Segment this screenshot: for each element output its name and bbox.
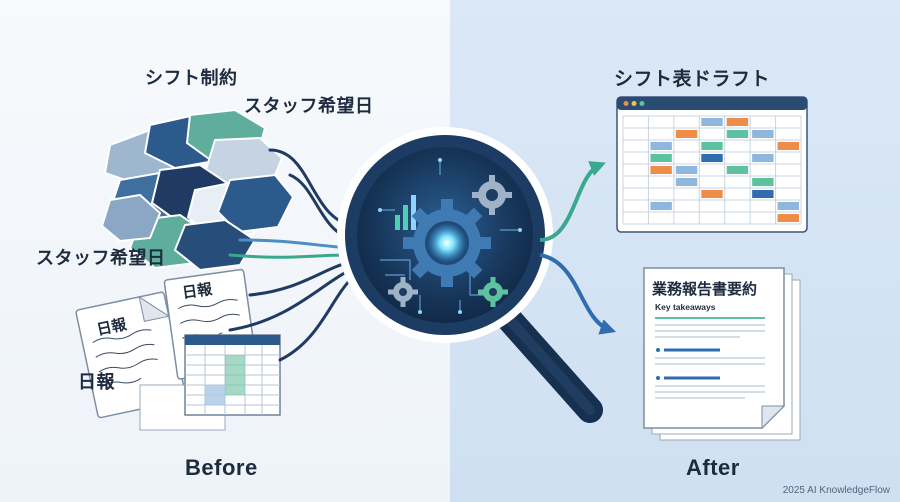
staff-wish-label-top: スタッフ希望日 (244, 96, 374, 117)
shift-cell (777, 214, 799, 222)
daily-report-label: 日報 (78, 372, 115, 393)
shift-cell (777, 202, 799, 210)
shift-cell (752, 190, 774, 198)
paper-daily-report-label-2: 日報 (181, 280, 214, 302)
input-arrows (228, 148, 356, 362)
daily-report-documents-icon (75, 268, 281, 431)
before-label: Before (185, 455, 258, 480)
report-summary-document-icon: 業務報告書要約 Key takeaways (643, 267, 801, 441)
shift-cell (701, 190, 723, 198)
shift-cell (650, 142, 672, 150)
shift-table-window-icon (616, 96, 808, 233)
shift-cell (650, 166, 672, 174)
shift-cell (701, 142, 723, 150)
shift-cell (726, 166, 749, 174)
shift-cell (752, 130, 774, 138)
shift-cell (675, 178, 698, 186)
shift-cell (777, 142, 799, 150)
shift-cell (752, 154, 774, 162)
shift-cell (650, 154, 672, 162)
staff-wish-label-left: スタッフ希望日 (36, 248, 166, 269)
shift-cell (675, 130, 698, 138)
report-title: 業務報告書要約 (651, 280, 757, 298)
shift-cell (701, 118, 723, 126)
puzzle-pieces-icon (100, 108, 295, 272)
shift-cell (701, 154, 723, 162)
shift-draft-label: シフト表ドラフト (614, 68, 771, 90)
shift-constraints-label: シフト制約 (145, 68, 238, 89)
shift-cell (726, 130, 749, 138)
shift-cell (726, 118, 749, 126)
key-takeaways-label: Key takeaways (655, 302, 716, 312)
ai-magnifier-icon (337, 127, 603, 423)
shift-cell (675, 166, 698, 174)
footer-credit: 2025 AI KnowledgeFlow (782, 485, 890, 496)
shift-cell (650, 202, 672, 210)
output-arrow-report (539, 253, 617, 335)
after-label: After (686, 455, 740, 480)
shift-cell (752, 178, 774, 186)
output-arrow-shift (539, 161, 606, 242)
